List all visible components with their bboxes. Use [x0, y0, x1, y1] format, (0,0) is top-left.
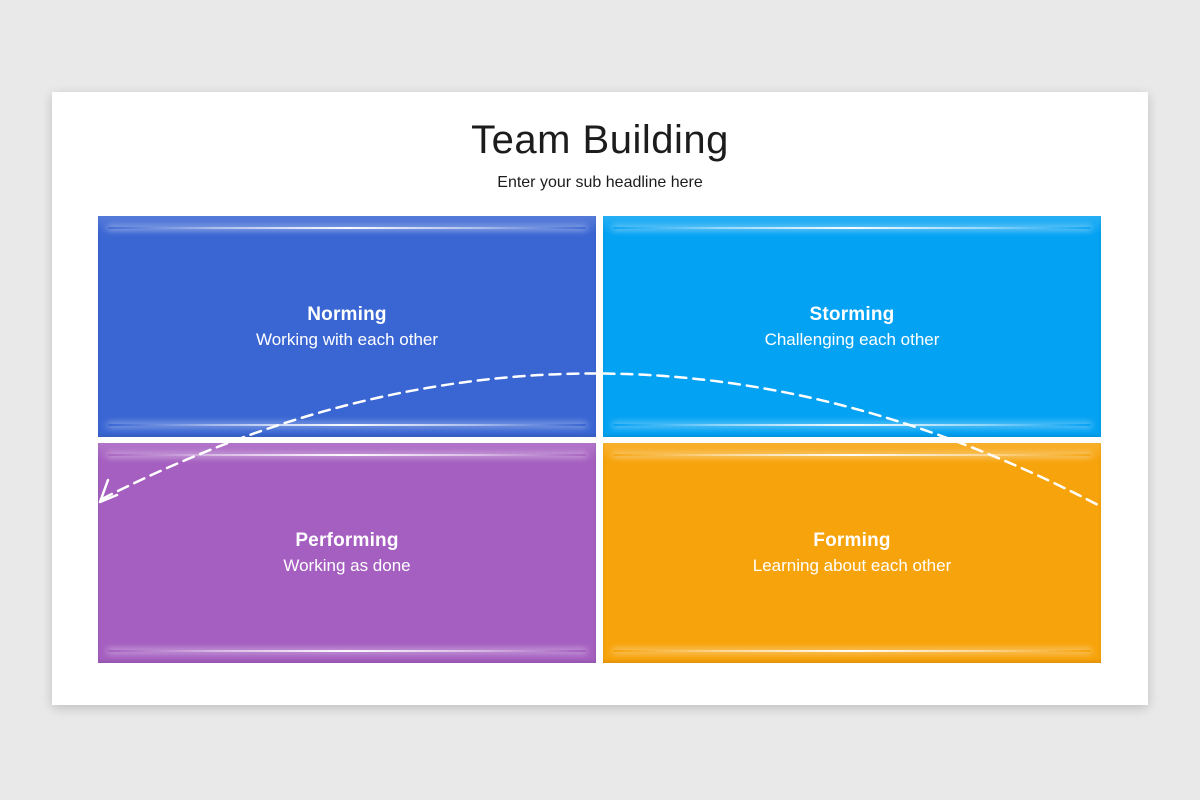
- shine-highlight-bottom: [107, 650, 587, 652]
- quadrant-norming: Norming Working with each other: [98, 216, 596, 437]
- quadrant-description: Learning about each other: [752, 556, 952, 575]
- slide-title: Team Building: [471, 118, 729, 162]
- shine-highlight-bottom: [612, 650, 1092, 652]
- slide-card: Team Building Enter your sub headline he…: [52, 92, 1148, 705]
- shine-highlight-bottom: [107, 424, 587, 426]
- shine-highlight-bottom: [612, 424, 1092, 426]
- quadrant-description: Working with each other: [255, 329, 439, 349]
- quadrant-performing: Performing Working as done: [98, 443, 596, 663]
- quadrant-storming: Storming Challenging each other: [603, 216, 1101, 437]
- quadrant-forming: Forming Learning about each other: [603, 443, 1101, 663]
- quadrant-title: Performing: [295, 530, 399, 551]
- quadrant-title: Forming: [813, 530, 891, 551]
- slide-subtitle: Enter your sub headline here: [497, 174, 703, 191]
- shine-highlight-top: [612, 454, 1092, 456]
- shine-highlight-top: [107, 227, 587, 229]
- shine-highlight-top: [612, 227, 1092, 229]
- quadrant-title: Storming: [809, 303, 895, 325]
- shine-highlight-top: [107, 454, 587, 456]
- quadrant-description: Challenging each other: [764, 329, 940, 349]
- quadrant-description: Working as done: [283, 556, 411, 575]
- quadrant-title: Norming: [307, 303, 387, 325]
- quadrant-grid: Norming Working with each other Storming…: [98, 216, 1101, 663]
